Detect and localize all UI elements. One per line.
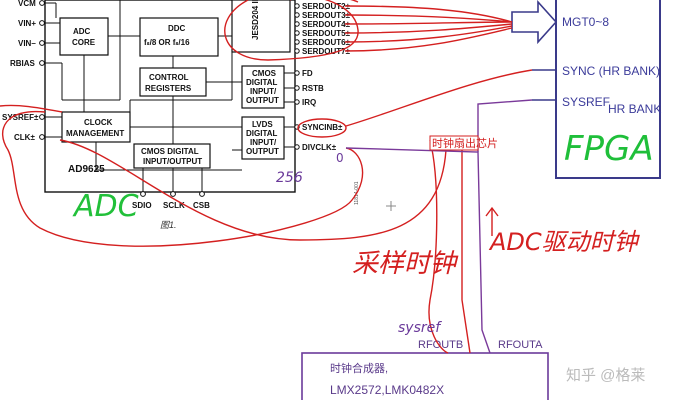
clock-synth-parts: LMX2572,LMK0482X [330, 383, 444, 397]
pin-sdio: SDIO [132, 201, 152, 210]
pin-vin-minus: VIN– [18, 39, 36, 48]
bottom-pins: SDIO SCLK CSB [132, 168, 210, 210]
left-pins: VCM VIN+ VIN– RBIAS SYSREF± CLK± [2, 0, 62, 142]
lvds-4: OUTPUT [246, 147, 279, 156]
cmos-io-right-block [241, 65, 285, 109]
cmos-bottom-line1: CMOS DIGITAL [141, 147, 199, 156]
cmos-right-3: INPUT/ [250, 87, 277, 96]
mgt-label: MGT0~8 [562, 15, 609, 29]
cmos-right-1: CMOS [252, 69, 277, 78]
sysref-label: SYSREF [562, 95, 610, 109]
clock-mgmt-line1: CLOCK [84, 118, 113, 127]
adc-handwritten: ADC [72, 189, 139, 224]
serdout-3: SERDOUT3± [302, 11, 351, 20]
serdout-7: SERDOUT7± [302, 47, 351, 56]
fanout-label: 时钟扇出芯片 [432, 136, 498, 150]
mgt-arrow-icon [511, 0, 558, 45]
adc-core-block [59, 17, 109, 56]
cmos-io-bottom-block [133, 143, 211, 169]
red-annotations [0, 0, 533, 354]
pin-csb: CSB [193, 201, 210, 210]
pin-vcm: VCM [18, 0, 36, 8]
serdout-6: SERDOUT6± [302, 38, 351, 47]
fanout-box [429, 135, 479, 151]
pin-rbias: RBIAS [10, 59, 36, 68]
ddc-block [139, 17, 219, 57]
clock-mgmt-line2: MANAGEMENT [66, 129, 124, 138]
pin-irq: IRQ [302, 98, 316, 107]
adc-drive-clock-note: ADC驱动时钟 [488, 228, 641, 256]
clock-synth-block: 时钟合成器, LMX2572,LMK0482X RFOUTB RFOUTA [301, 339, 549, 400]
control-registers-line1: CONTROL [149, 73, 189, 82]
serdout-pins: SERDOUT2± SERDOUT3± SERDOUT4± SERDOUT5± … [294, 2, 351, 56]
lvds-2: DIGITAL [246, 129, 278, 138]
cursor-icon [386, 201, 396, 211]
clock-synth-outline [301, 352, 549, 400]
fpga-outline [555, 0, 661, 179]
clock-synth-title: 时钟合成器, [330, 361, 388, 375]
serdout-2: SERDOUT2± [302, 2, 351, 11]
sync-label: SYNC (HR BANK) [562, 64, 660, 78]
adc-part-number: AD9625 [68, 164, 105, 175]
ddc-title: DDC [168, 24, 186, 33]
jesd-interface-block [231, 0, 291, 53]
pin-fd: FD [302, 69, 313, 78]
adc-chip-outline [44, 0, 296, 193]
pin-vin-plus: VIN+ [18, 19, 36, 28]
pin-syncinb: SYNCINB± [302, 123, 343, 132]
cmos-right-4: OUTPUT [246, 96, 279, 105]
fpga-handwritten: FPGA [564, 129, 654, 169]
jesd-label: JESD204 INTERFA [251, 0, 260, 40]
pin-rstb: RSTB [302, 84, 324, 93]
fpga-block: MGT0~8 SYNC (HR BANK) SYSREF HR BANK FPG… [511, 0, 661, 179]
clock-management-block [61, 111, 131, 143]
figure-label: 图1. [160, 220, 177, 230]
sampling-clock-note: 采样时钟 [352, 249, 459, 279]
pin-divclk: DIVCLK± [302, 143, 337, 152]
cmos-bottom-line2: INPUT/OUTPUT [143, 157, 202, 166]
serdout-4: SERDOUT4± [302, 20, 351, 29]
rfoutb-label: RFOUTB [418, 339, 463, 351]
lvds-1: LVDS [252, 120, 273, 129]
lvds-io-block [241, 116, 285, 160]
sysref-handwritten: sysref [398, 320, 442, 336]
adc-chip: VCM VIN+ VIN– RBIAS SYSREF± CLK± ADC COR… [2, 0, 360, 230]
pin-clk: CLK± [14, 133, 35, 142]
lvds-3: INPUT/ [250, 138, 277, 147]
watermark: 知乎 @格莱 [566, 367, 645, 384]
adc-core-line2: CORE [72, 38, 96, 47]
ddc-rate: fₛ/8 OR fₛ/16 [144, 38, 190, 47]
hr-bank-label: HR BANK [608, 102, 661, 116]
adc-core-line1: ADC [73, 27, 91, 36]
cmos-right-2: DIGITAL [246, 78, 278, 87]
annotation-256: 256 [276, 170, 303, 186]
serdout-5: SERDOUT5± [302, 29, 351, 38]
annotation-zero: 0 [336, 151, 344, 165]
rfouta-label: RFOUTA [498, 339, 543, 351]
right-pins: FD RSTB IRQ SYNCINB± DIVCLK± [284, 69, 343, 152]
control-registers-line2: REGISTERS [145, 84, 192, 93]
pin-sysref: SYSREF± [2, 113, 39, 122]
pin-sclk: SCLK [163, 201, 185, 210]
